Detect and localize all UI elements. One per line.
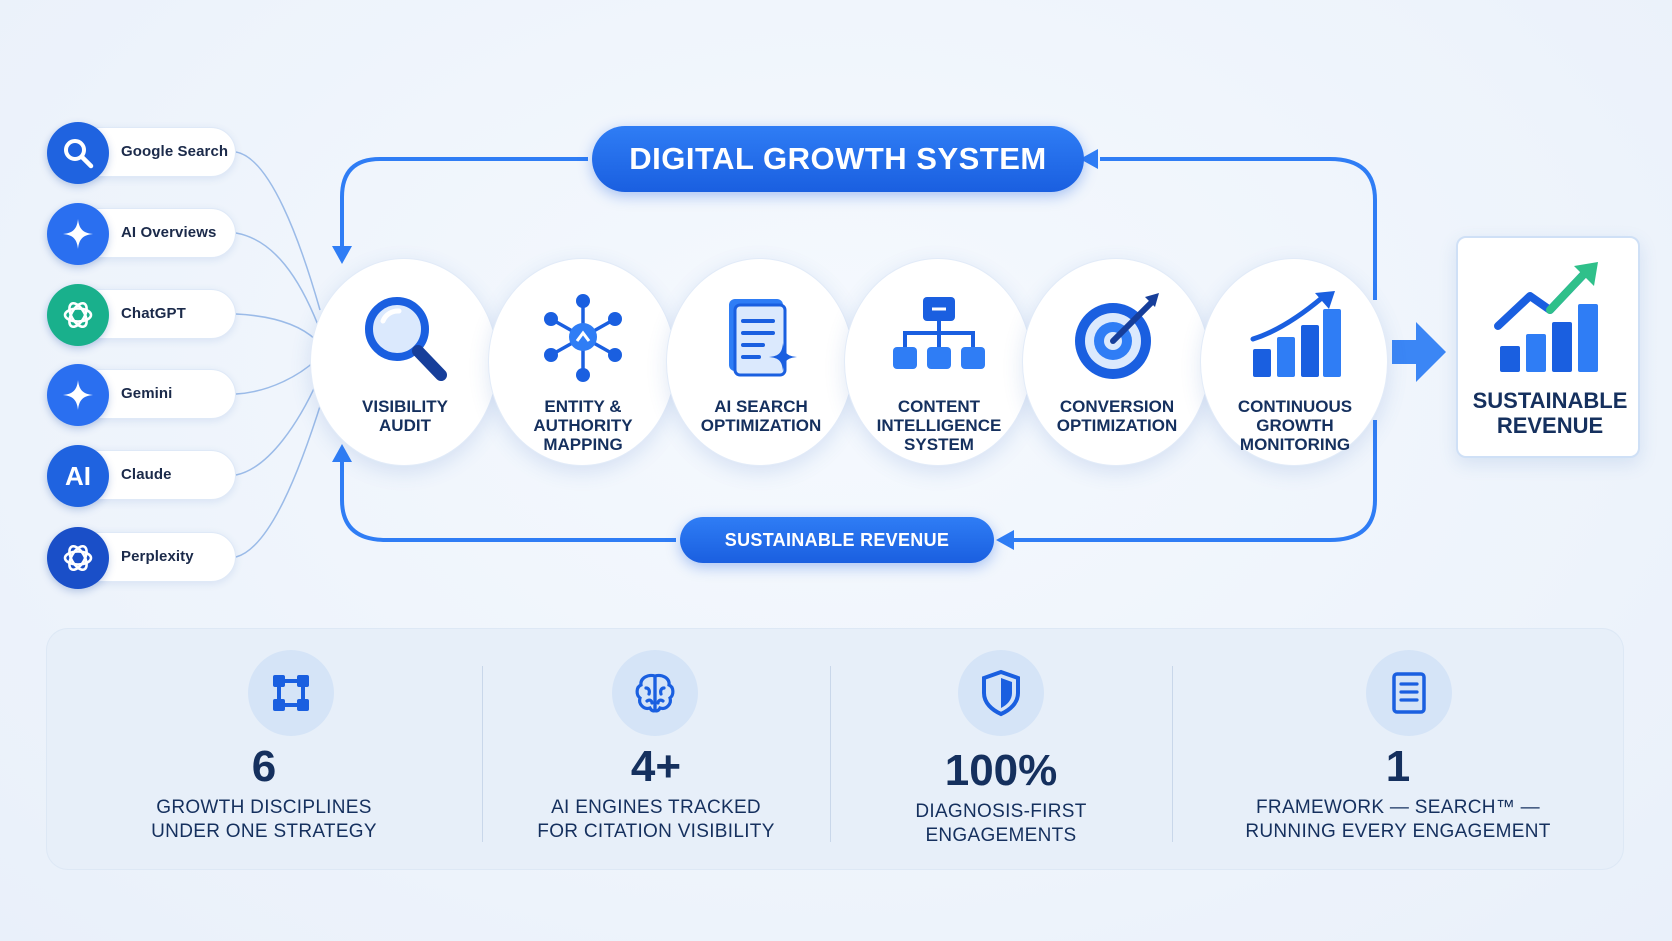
brain-icon [612,650,698,736]
hierarchy-icon [893,297,985,369]
stage-continuous-growth-monitoring: CONTINUOUS GROWTH MONITORING [1200,258,1388,466]
source-label: Perplexity [121,548,194,565]
grid-nodes-icon [248,650,334,736]
search-icon [47,122,109,184]
source-gemini: Gemini [47,364,236,426]
growth-chart-icon [1250,291,1341,377]
stage-label: CONTINUOUS GROWTH MONITORING [1237,397,1353,454]
stat-divider [830,666,831,842]
ai-icon-text: AI [65,460,91,491]
stat-label: GROWTH DISCIPLINES UNDER ONE STRATEGY [151,797,377,842]
stat-label: AI ENGINES TRACKED FOR CITATION VISIBILI… [537,797,775,842]
outcome-arrow [1392,322,1446,382]
sparkle-icon [47,364,109,426]
document-sparkle-icon [729,299,797,377]
stage-label: VISIBILITY AUDIT [362,397,448,435]
stat-value: 6 [251,742,277,791]
stat-label: FRAMEWORK — SEARCH™ — RUNNING EVERY ENGA… [1245,797,1551,842]
stat-value: 4+ [630,742,682,791]
outcome-label: SUSTAINABLE REVENUE [1472,388,1628,438]
loop-top-left-arrowhead [332,246,352,264]
stage-entity-authority-mapping: ENTITY & AUTHORITY MAPPING [488,258,676,466]
magnifier-icon [365,297,447,381]
stat-ai-engines-tracked: 4+ AI ENGINES TRACKED FOR CITATION VISIB… [482,628,830,870]
stat-divider [1172,666,1173,842]
stage-label: AI SEARCH OPTIMIZATION [700,397,822,435]
loop-top-left-line [340,157,588,256]
loop-label-pill: SUSTAINABLE REVENUE [680,517,994,563]
stage-content-intelligence-system: CONTENT INTELLIGENCE SYSTEM [844,258,1032,466]
network-icon [544,294,622,382]
sparkle-icon [47,203,109,265]
sustainable-revenue-card: SUSTAINABLE REVENUE [1456,236,1640,458]
system-title-pill: DIGITAL GROWTH SYSTEM [592,126,1084,192]
source-label: AI Overviews [121,224,217,241]
source-label: Claude [121,466,172,483]
source-label: Google Search [121,143,229,160]
loop-bottom-left-line [340,456,676,542]
openai-knot-icon [47,284,109,346]
stats-panel: 6 GROWTH DISCIPLINES UNDER ONE STRATEGY … [46,628,1624,870]
source-ai-overviews: AI Overviews [47,203,236,265]
stat-diagnosis-first: 100% DIAGNOSIS-FIRST ENGAGEMENTS [830,628,1172,870]
stat-framework: 1 FRAMEWORK — SEARCH™ — RUNNING EVERY EN… [1172,628,1624,870]
stage-conversion-optimization: CONVERSION OPTIMIZATION [1022,258,1210,466]
stage-visibility-audit: VISIBILITY AUDIT [310,258,498,466]
stat-growth-disciplines: 6 GROWTH DISCIPLINES UNDER ONE STRATEGY [46,628,482,870]
stat-divider [482,666,483,842]
source-label: Gemini [121,385,173,402]
stat-value: 100% [944,746,1058,795]
loop-bottom-right-arrowhead [996,530,1014,550]
source-claude: AI Claude [47,445,236,507]
source-google-search: Google Search [47,122,236,184]
target-icon [1075,293,1159,379]
stat-value: 1 [1385,742,1411,791]
document-lines-icon [1366,650,1452,736]
trend-up-chart-icon [1494,262,1598,372]
shield-icon [958,650,1044,736]
stage-label: CONVERSION OPTIMIZATION [1056,397,1178,435]
ai-text-icon: AI [47,445,109,507]
stat-label: DIAGNOSIS-FIRST ENGAGEMENTS [915,801,1087,846]
source-connector-lines [235,151,323,558]
source-label: ChatGPT [121,305,186,322]
source-perplexity: Perplexity [47,527,236,589]
stage-ai-search-optimization: AI SEARCH OPTIMIZATION [666,258,854,466]
openai-knot-icon [47,527,109,589]
source-chatgpt: ChatGPT [47,284,236,346]
stage-label: ENTITY & AUTHORITY MAPPING [533,397,633,454]
stage-label: CONTENT INTELLIGENCE SYSTEM [876,397,1002,454]
